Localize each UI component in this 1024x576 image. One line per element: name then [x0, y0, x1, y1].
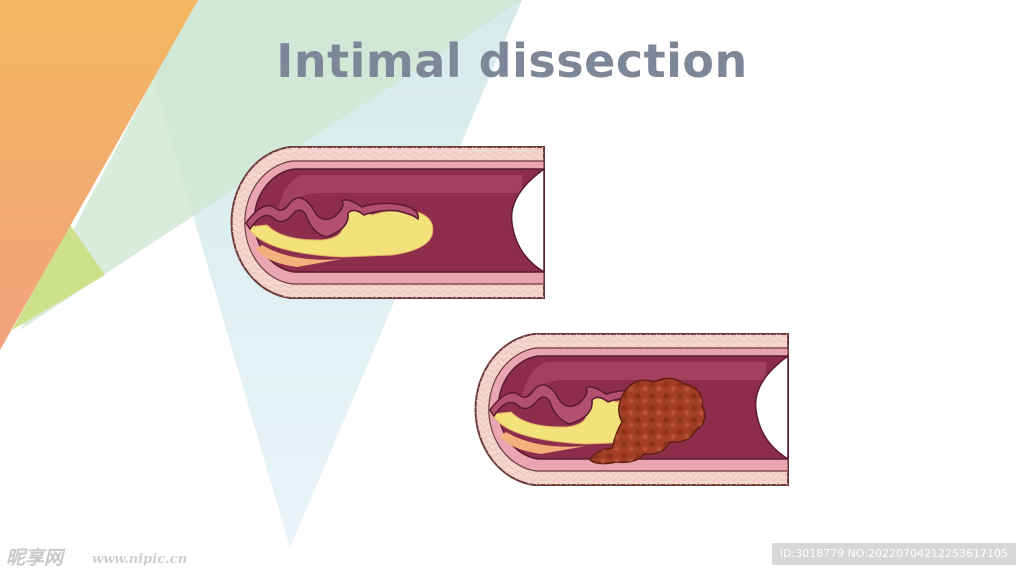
lumen-highlight [521, 362, 766, 402]
watermark-id: ID:3018779 NO:20220704212253617105 [771, 543, 1016, 565]
dissection-flap [245, 197, 419, 238]
watermark-logo: 昵享网 [6, 547, 64, 569]
dissection-vessel [230, 146, 545, 299]
lumen-highlight [277, 175, 522, 215]
page-title: Intimal dissection [276, 34, 748, 88]
dissection-with-thrombus-vessel [474, 333, 789, 486]
vessel-opening [754, 354, 789, 461]
watermark-url: www.nipic.cn [92, 552, 188, 567]
vessel-opening [510, 167, 545, 274]
plaque-shadow [256, 245, 342, 267]
orange-triangle [0, 0, 198, 350]
plaque-shadow [500, 432, 586, 454]
lime-triangle [12, 225, 105, 330]
